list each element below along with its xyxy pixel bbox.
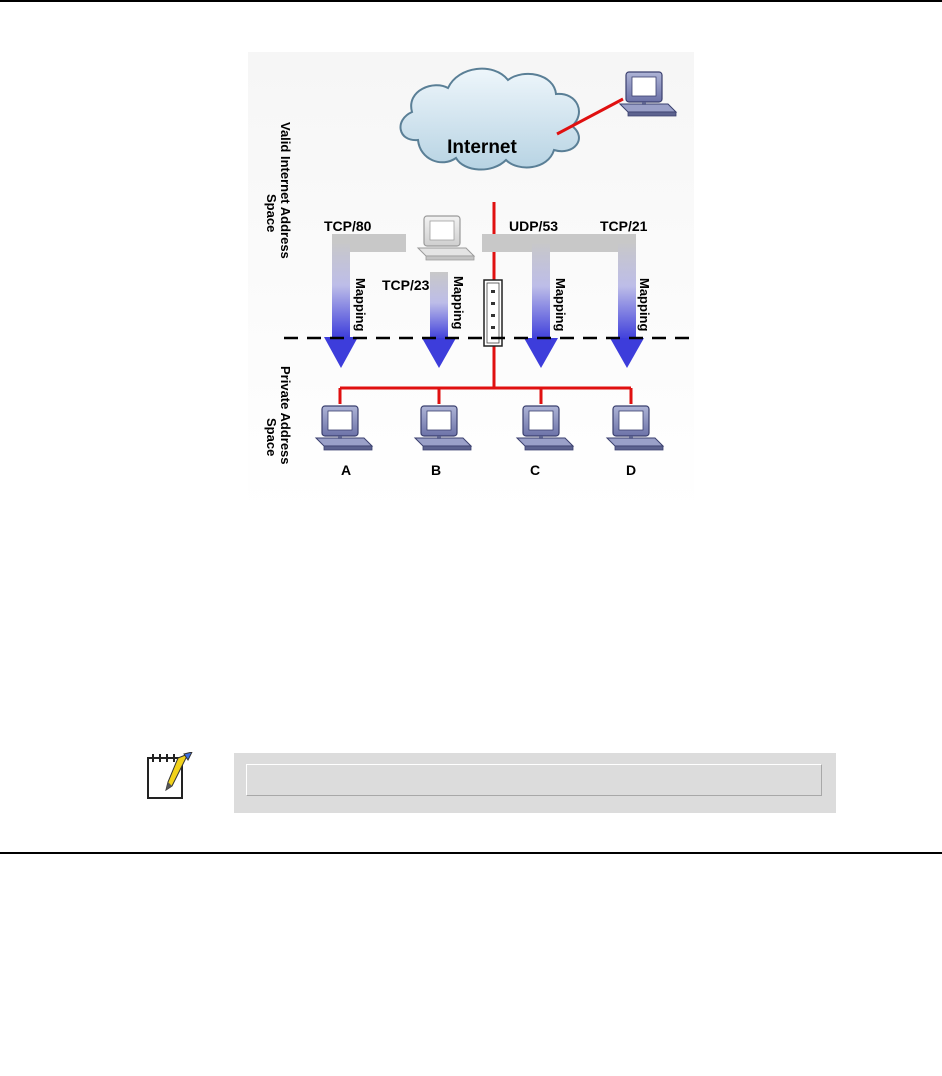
diagram-canvas: Internet bbox=[248, 52, 694, 514]
mapping-label-udp53: Mapping bbox=[553, 278, 568, 331]
host-label-a: A bbox=[341, 462, 351, 478]
note-box bbox=[234, 753, 836, 813]
port-bar-right bbox=[482, 234, 636, 252]
internet-label: Internet bbox=[447, 137, 517, 158]
port-label-tcp80: TCP/80 bbox=[324, 218, 372, 234]
private-space-label-line1: Private Address bbox=[278, 366, 293, 465]
mapping-label-tcp23: Mapping bbox=[451, 276, 466, 329]
mapping-label-tcp80: Mapping bbox=[353, 278, 368, 331]
host-label-c: C bbox=[530, 462, 540, 478]
internet-cloud-icon bbox=[399, 67, 580, 171]
public-space-label-line2: Space bbox=[264, 194, 279, 232]
note-text bbox=[246, 764, 822, 796]
mapping-arrow-tcp23 bbox=[422, 272, 456, 368]
page-top-rule bbox=[0, 0, 942, 2]
nat-virtual-server-diagram: Internet bbox=[248, 52, 694, 514]
mapping-arrow-tcp21 bbox=[610, 242, 644, 368]
port-label-tcp23: TCP/23 bbox=[382, 277, 430, 293]
remote-link bbox=[556, 97, 624, 136]
port-bar-left bbox=[332, 234, 406, 252]
gateway-computer-icon bbox=[416, 215, 476, 261]
public-space-label-line1: Valid Internet Address bbox=[278, 122, 293, 259]
host-label-b: B bbox=[431, 462, 441, 478]
mapping-label-tcp21: Mapping bbox=[637, 278, 652, 331]
port-label-tcp21: TCP/21 bbox=[600, 218, 648, 234]
mapping-arrow-tcp80 bbox=[324, 242, 358, 368]
host-label-d: D bbox=[626, 462, 636, 478]
mapping-arrow-udp53 bbox=[524, 242, 558, 368]
port-label-udp53: UDP/53 bbox=[509, 218, 558, 234]
section-divider bbox=[0, 852, 942, 854]
private-space-label-line2: Space bbox=[264, 418, 279, 456]
note-pencil-icon bbox=[144, 751, 196, 804]
router-icon bbox=[483, 279, 503, 347]
